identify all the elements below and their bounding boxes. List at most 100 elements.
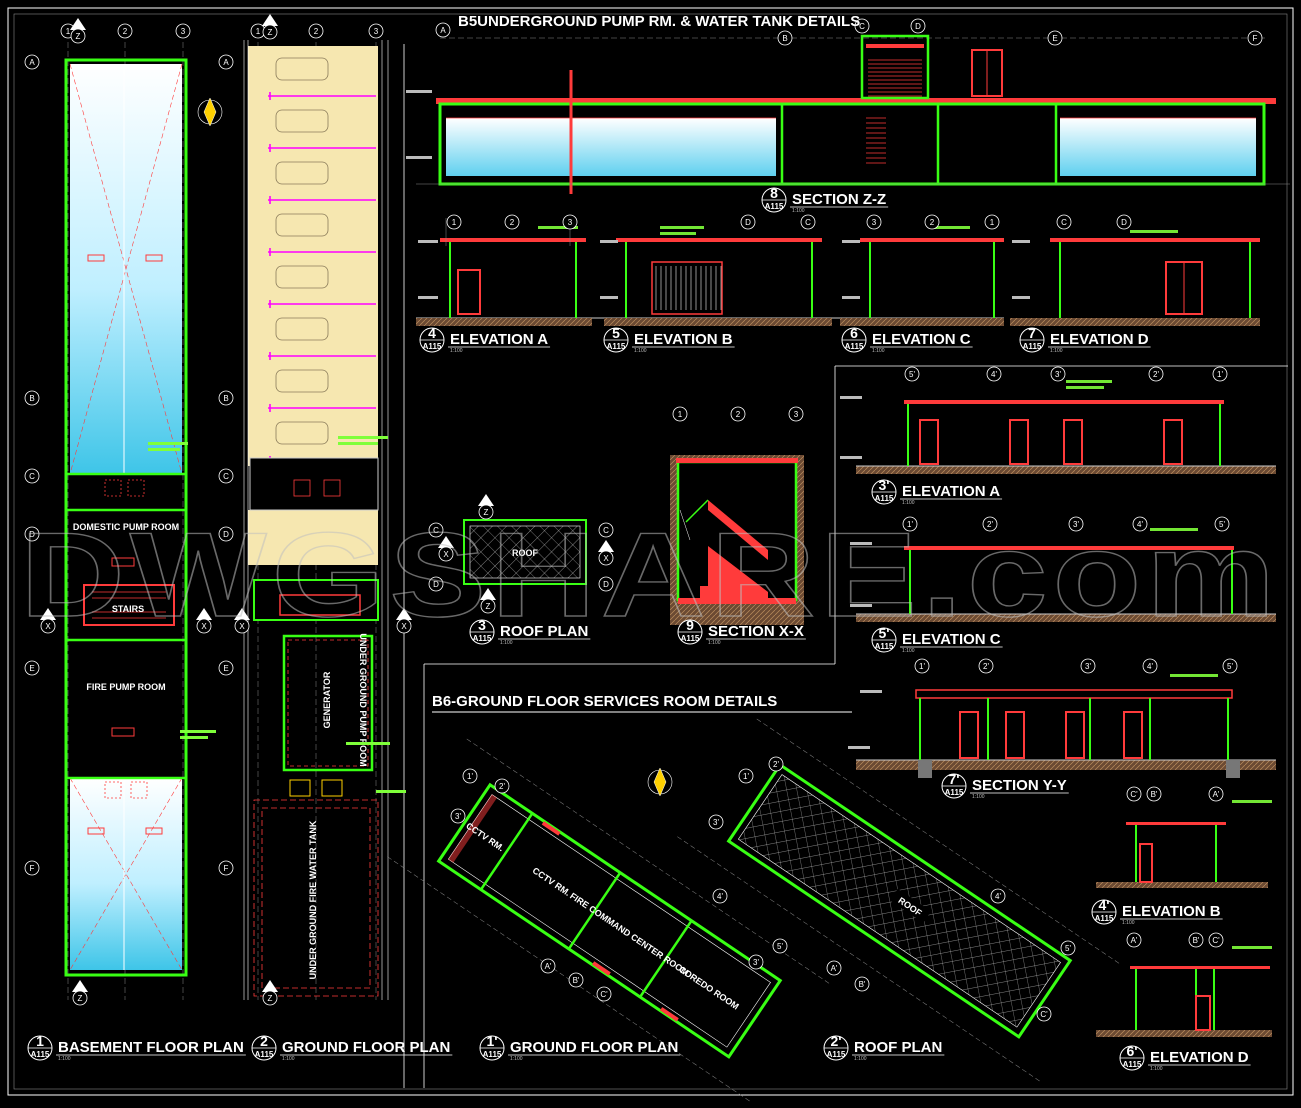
grid-bubble-num-primed: 3' xyxy=(1080,658,1096,674)
grid-bubble-letter-primed: B' xyxy=(568,972,584,988)
elevations-b-d-primed xyxy=(1096,822,1272,1037)
grid-bubble-letter-label: C xyxy=(433,526,439,535)
grid-bubble-letter-primed: A' xyxy=(540,958,556,974)
grid-bubble-num-primed-label: 4' xyxy=(1147,662,1153,671)
grid-bubble-letter-primed: B' xyxy=(854,976,870,992)
grid-bubble-letter: D xyxy=(598,576,614,592)
sheet-ref: A115 xyxy=(681,634,700,643)
grid-bubble-num-label: 2 xyxy=(123,27,128,36)
grid-bubble-num-primed-label: 2' xyxy=(983,662,989,671)
grid-bubble-letter-label: D xyxy=(745,218,751,227)
grid-bubble-num: 2 xyxy=(504,214,520,230)
grid-bubble-num-primed-label: 3' xyxy=(1073,520,1079,529)
view-title-text: ELEVATION A xyxy=(902,483,1000,500)
grid-bubble-letter: D xyxy=(428,576,444,592)
grid-bubble-num-primed: 5' xyxy=(1060,940,1076,956)
grid-bubble-num-primed: 3' xyxy=(708,814,724,830)
grid-bubble-letter-label: D xyxy=(603,580,609,589)
grid-bubble-num: 3 xyxy=(788,406,804,422)
grid-bubble-letter-label: B xyxy=(29,394,34,403)
grid-bubble-num-primed: 1' xyxy=(462,768,478,784)
view-title-text: ELEVATION D xyxy=(1150,1049,1249,1066)
grid-bubble-letter-primed: C' xyxy=(1036,1006,1052,1022)
grid-bubble-letter: C xyxy=(428,522,444,538)
grid-bubble-letter-primed: C' xyxy=(1208,932,1224,948)
grid-bubble-num: 1 xyxy=(672,406,688,422)
sheet-ref: A115 xyxy=(827,1050,846,1059)
section-cut-mark-label: X xyxy=(239,622,245,631)
grid-bubble-letter-label: C xyxy=(1061,218,1067,227)
car-outline xyxy=(275,213,329,237)
view-scale: 1:100 xyxy=(500,640,513,646)
grid-bubble-num-primed-label: 3' xyxy=(1055,370,1061,379)
grid-bubble-num-primed-label: 1' xyxy=(467,772,473,781)
view-title-text: ROOF PLAN xyxy=(500,623,588,640)
grid-bubble-num-primed-label: 2' xyxy=(987,520,993,529)
view-number: 7' xyxy=(948,771,959,787)
section-cut-mark-label: Z xyxy=(486,602,491,611)
grid-bubble-num-primed: 4' xyxy=(990,888,1006,904)
sheet-ref: A115 xyxy=(483,1050,502,1059)
view-number: 8 xyxy=(770,185,778,201)
car-outline xyxy=(275,317,329,341)
grid-bubble-letter: D xyxy=(218,526,234,542)
grid-bubble-letter: C xyxy=(800,214,816,230)
grid-bubble-letter: C xyxy=(218,468,234,484)
sheet-ref: A115 xyxy=(1123,1060,1142,1069)
view-number: 6 xyxy=(850,325,858,341)
grid-bubble-num-primed-label: 5' xyxy=(777,942,783,951)
grid-bubble-num-primed-label: 2' xyxy=(1153,370,1159,379)
grid-bubble-num-primed-label: 3' xyxy=(713,818,719,827)
grid-bubble-letter-primed: C' xyxy=(1126,786,1142,802)
grid-bubble-letter: D xyxy=(1116,214,1132,230)
car-outline xyxy=(275,109,329,133)
grid-bubble-num-primed: 2' xyxy=(982,516,998,532)
grid-bubble-num-primed: 1' xyxy=(902,516,918,532)
grid-bubble-num-label: 3 xyxy=(794,410,799,419)
room-label-stairs: STAIRS xyxy=(112,604,144,614)
grid-bubble-letter: E xyxy=(24,660,40,676)
view-title-text: ELEVATION B xyxy=(634,331,733,348)
grid-bubble-letter-label: E xyxy=(29,664,34,673)
grid-bubble-num-primed: 5' xyxy=(772,938,788,954)
view-title-text: ELEVATION C xyxy=(902,631,1001,648)
grid-bubble-letter: A xyxy=(218,54,234,70)
sheet-ref: A115 xyxy=(31,1050,50,1059)
grid-bubble-letter: C xyxy=(598,522,614,538)
grid-bubble-num-primed: 1' xyxy=(738,768,754,784)
sheet-ref: A115 xyxy=(473,634,492,643)
car-outline xyxy=(275,57,329,81)
sheet-ref: A115 xyxy=(875,642,894,651)
grid-bubble-num: 3 xyxy=(175,23,191,39)
sheet-ref: A115 xyxy=(423,342,442,351)
grid-bubble-num-primed: 3' xyxy=(1068,516,1084,532)
grid-bubble-num-label: 1 xyxy=(256,27,261,36)
grid-bubble-num-label: 3 xyxy=(181,27,186,36)
grid-bubble-letter-primed-label: B' xyxy=(859,980,866,989)
grid-bubble-num: 2 xyxy=(924,214,940,230)
grid-bubble-num-primed: 5' xyxy=(1222,658,1238,674)
grid-bubble-num-primed-label: 4' xyxy=(995,892,1001,901)
grid-bubble-num-primed-label: 5' xyxy=(909,370,915,379)
grid-bubble-num-primed: 4' xyxy=(1142,658,1158,674)
roof-label-3: ROOF xyxy=(512,548,539,558)
room-label-coredo: COREDO ROOM xyxy=(677,964,741,1011)
grid-bubble-letter-label: C xyxy=(223,472,229,481)
grid-bubble-letter: D xyxy=(740,214,756,230)
grid-bubble-letter-label: A xyxy=(29,58,35,67)
sheet-ref: A115 xyxy=(875,494,894,503)
grid-bubble-letter-primed-label: B' xyxy=(573,976,580,985)
section-xx xyxy=(670,455,804,625)
grid-bubble-letter-label: D xyxy=(1121,218,1127,227)
grid-bubble-num-label: 1 xyxy=(452,218,457,227)
grid-bubble-letter-primed: C' xyxy=(596,986,612,1002)
view-title-text: GROUND FLOOR PLAN xyxy=(510,1039,678,1056)
grid-bubble-letter-label: F xyxy=(30,864,35,873)
view-number: 1' xyxy=(486,1033,497,1049)
grid-bubble-num-primed-label: 1' xyxy=(919,662,925,671)
